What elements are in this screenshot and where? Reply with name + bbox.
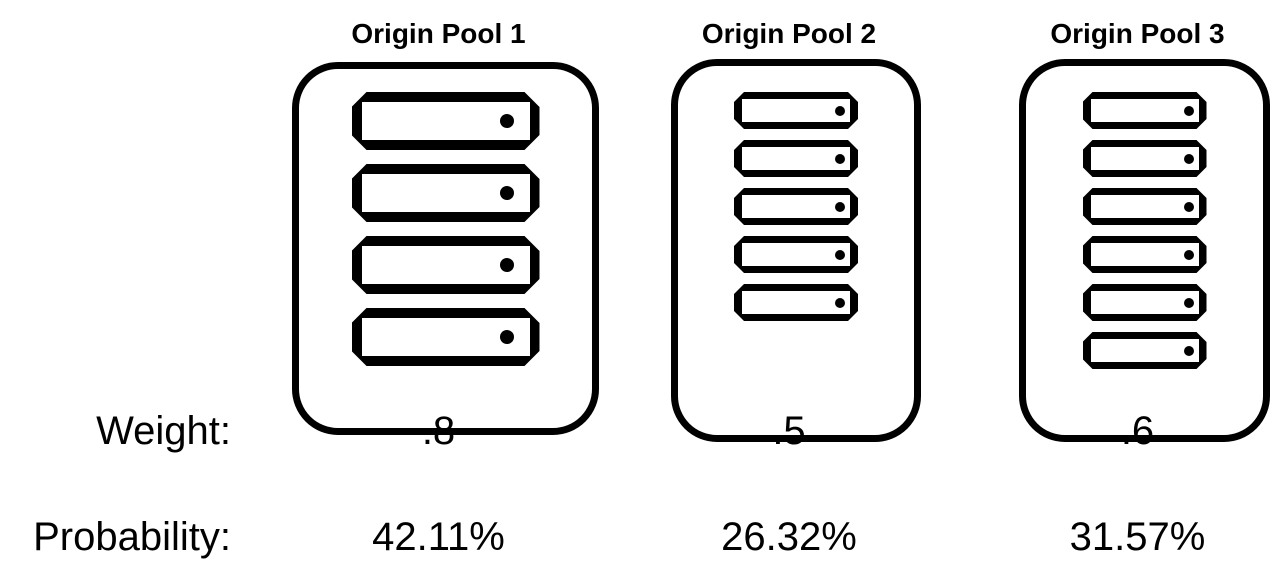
server-icon [734, 284, 858, 321]
weight-row-label: Weight: [96, 409, 231, 453]
server-icon [1083, 236, 1207, 273]
pool-1-probability-value: 42.11% [372, 515, 505, 559]
server-icon [1083, 140, 1207, 177]
server-led-dot [835, 106, 845, 116]
server-led-dot [835, 202, 845, 212]
server-led-dot [500, 258, 514, 272]
server-icon [352, 164, 540, 222]
server-icon [734, 140, 858, 177]
server-icon [1083, 332, 1207, 369]
pool-3-weight-value: .6 [1120, 409, 1155, 453]
server-icon [734, 236, 858, 273]
server-led-dot [500, 330, 514, 344]
pool-2-title: Origin Pool 2 [701, 18, 877, 49]
server-icon [734, 92, 858, 129]
origin-pool-2-box [671, 59, 921, 442]
server-icon [352, 92, 540, 150]
server-icon [734, 188, 858, 225]
server-led-dot [835, 298, 845, 308]
probability-row-label: Probability: [33, 515, 231, 559]
server-icon [352, 308, 540, 366]
server-led-dot [1184, 346, 1194, 356]
server-icon [1083, 188, 1207, 225]
pool-1-title: Origin Pool 1 [351, 18, 526, 49]
pool-3-probability-value: 31.57% [1069, 515, 1206, 559]
pool-1-weight-value: .8 [421, 409, 456, 453]
pool-2-probability-value: 26.32% [721, 515, 857, 559]
server-led-dot [500, 186, 514, 200]
server-led-dot [835, 250, 845, 260]
server-led-dot [1184, 202, 1194, 212]
server-led-dot [1184, 298, 1194, 308]
server-led-dot [1184, 250, 1194, 260]
server-led-dot [1184, 106, 1194, 116]
origin-pool-3-box [1019, 59, 1270, 442]
server-led-dot [835, 154, 845, 164]
server-led-dot [1184, 154, 1194, 164]
pool-3-title: Origin Pool 3 [1050, 18, 1225, 49]
server-icon [1083, 284, 1207, 321]
origin-pool-1-box [292, 62, 599, 435]
pool-2-weight-value: .5 [772, 409, 806, 453]
server-led-dot [500, 114, 514, 128]
server-icon [1083, 92, 1207, 129]
server-icon [352, 236, 540, 294]
